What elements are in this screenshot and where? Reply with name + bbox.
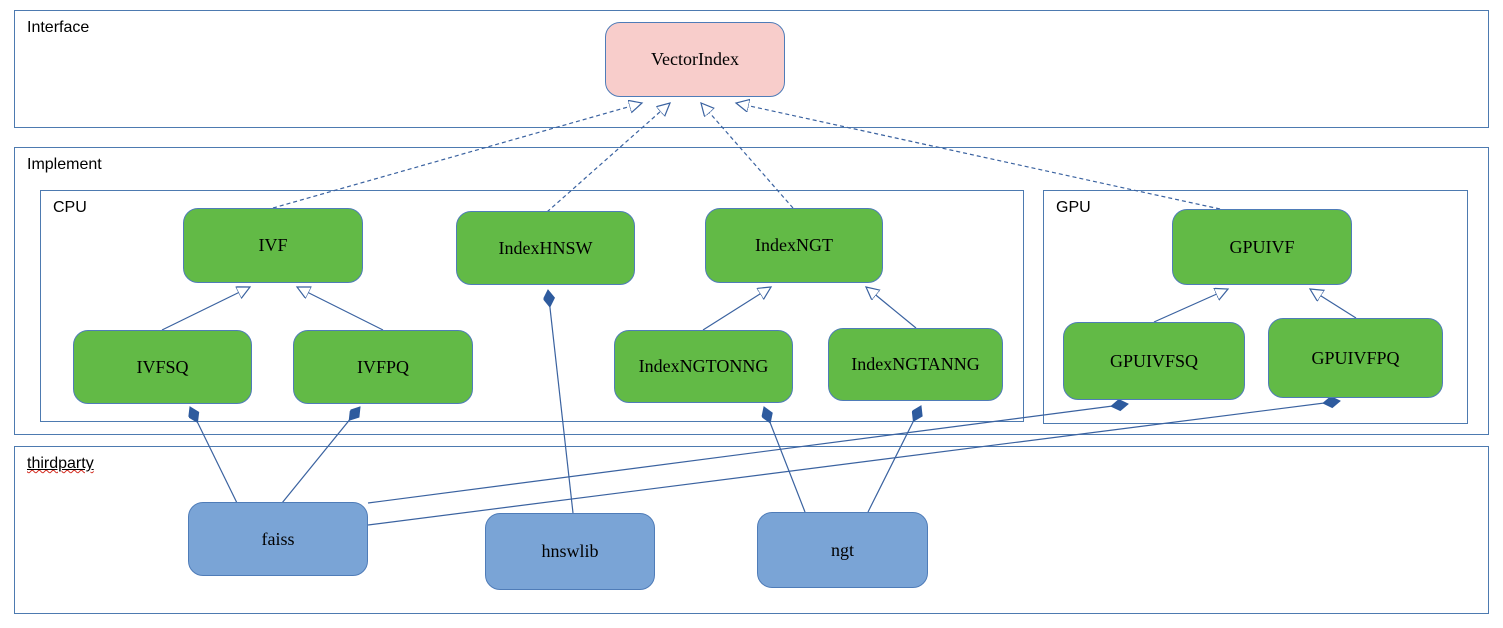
node-indexngtonng: IndexNGTONNG: [614, 330, 793, 403]
node-gpuivfsq-label: GPUIVFSQ: [1109, 350, 1199, 371]
edge-generalization-indexngtanng-indexngt: [866, 287, 917, 329]
edge-composition-hnswlib-indexhnsw: [548, 290, 574, 514]
gpu-container: GPU: [1043, 190, 1468, 424]
node-gpuivfpq-label: GPUIVFPQ: [1311, 347, 1400, 368]
edge-realization-indexhnsw-vectorindex: [546, 103, 670, 213]
node-indexngt-label: IndexNGT: [755, 235, 833, 255]
node-ngt: ngt: [757, 512, 928, 588]
node-ivf: IVF: [183, 208, 363, 283]
edge-composition-ngt-indexngtonng: [764, 407, 806, 513]
node-ngt-label: ngt: [830, 539, 854, 560]
thirdparty-container: thirdparty: [14, 446, 1489, 614]
node-ivfsq: IVFSQ: [73, 330, 252, 404]
cpu-container-label: CPU: [53, 199, 87, 216]
edge-realization-indexngt-vectorindex: [701, 103, 794, 209]
node-gpuivfpq: GPUIVFPQ: [1268, 318, 1443, 398]
node-hnswlib-label: hnswlib: [541, 541, 599, 561]
edge-generalization-indexngtonng-indexngt: [702, 287, 771, 331]
edge-composition-faiss-gpuivfsq: [367, 404, 1128, 504]
edge-generalization-ivfpq-ivf: [297, 287, 384, 331]
node-vectorindex: VectorIndex: [605, 22, 785, 97]
thirdparty-label-text: thirdparty: [27, 455, 94, 472]
node-indexngtanng-label: IndexNGTANNG: [851, 354, 980, 374]
node-gpuivf: GPUIVF: [1172, 209, 1352, 285]
node-indexhnsw-label: IndexHNSW: [498, 237, 593, 258]
node-indexngt: IndexNGT: [705, 208, 883, 283]
node-faiss-label: faiss: [261, 528, 295, 549]
node-vectorindex-label: VectorIndex: [651, 49, 739, 69]
node-gpuivfsq: GPUIVFSQ: [1063, 322, 1245, 400]
edge-realization-ivf-vectorindex: [272, 103, 642, 209]
edge-composition-ngt-indexngtanng: [867, 406, 921, 513]
edge-composition-faiss-ivfsq: [190, 407, 238, 504]
node-faiss: faiss: [188, 502, 368, 576]
edge-generalization-ivfsq-ivf: [161, 287, 250, 331]
interface-container-label: Interface: [27, 19, 90, 36]
implement-container: Implement: [14, 147, 1489, 435]
node-ivf-label: IVF: [258, 235, 288, 255]
node-ivfpq-label: IVFPQ: [356, 356, 409, 377]
cpu-container: CPU: [40, 190, 1024, 422]
node-indexngtonng-label: IndexNGTONNG: [638, 356, 769, 376]
node-gpuivf-label: GPUIVF: [1229, 236, 1295, 257]
edge-composition-faiss-gpuivfpq: [367, 401, 1340, 526]
node-indexhnsw: IndexHNSW: [456, 211, 635, 285]
edge-composition-faiss-ivfpq: [281, 407, 360, 504]
edge-realization-gpuivf-vectorindex: [736, 103, 1221, 210]
node-ivfpq: IVFPQ: [293, 330, 473, 404]
interface-container: Interface: [14, 10, 1489, 128]
node-hnswlib: hnswlib: [485, 513, 655, 590]
implement-container-label: Implement: [27, 156, 102, 173]
edge-generalization-gpuivfpq-gpuivf: [1310, 289, 1357, 319]
thirdparty-container-label: thirdparty: [27, 455, 94, 473]
edge-generalization-gpuivfsq-gpuivf: [1153, 289, 1228, 323]
node-indexngtanng: IndexNGTANNG: [828, 328, 1003, 401]
node-ivfsq-label: IVFSQ: [136, 356, 189, 377]
gpu-container-label: GPU: [1056, 199, 1091, 216]
